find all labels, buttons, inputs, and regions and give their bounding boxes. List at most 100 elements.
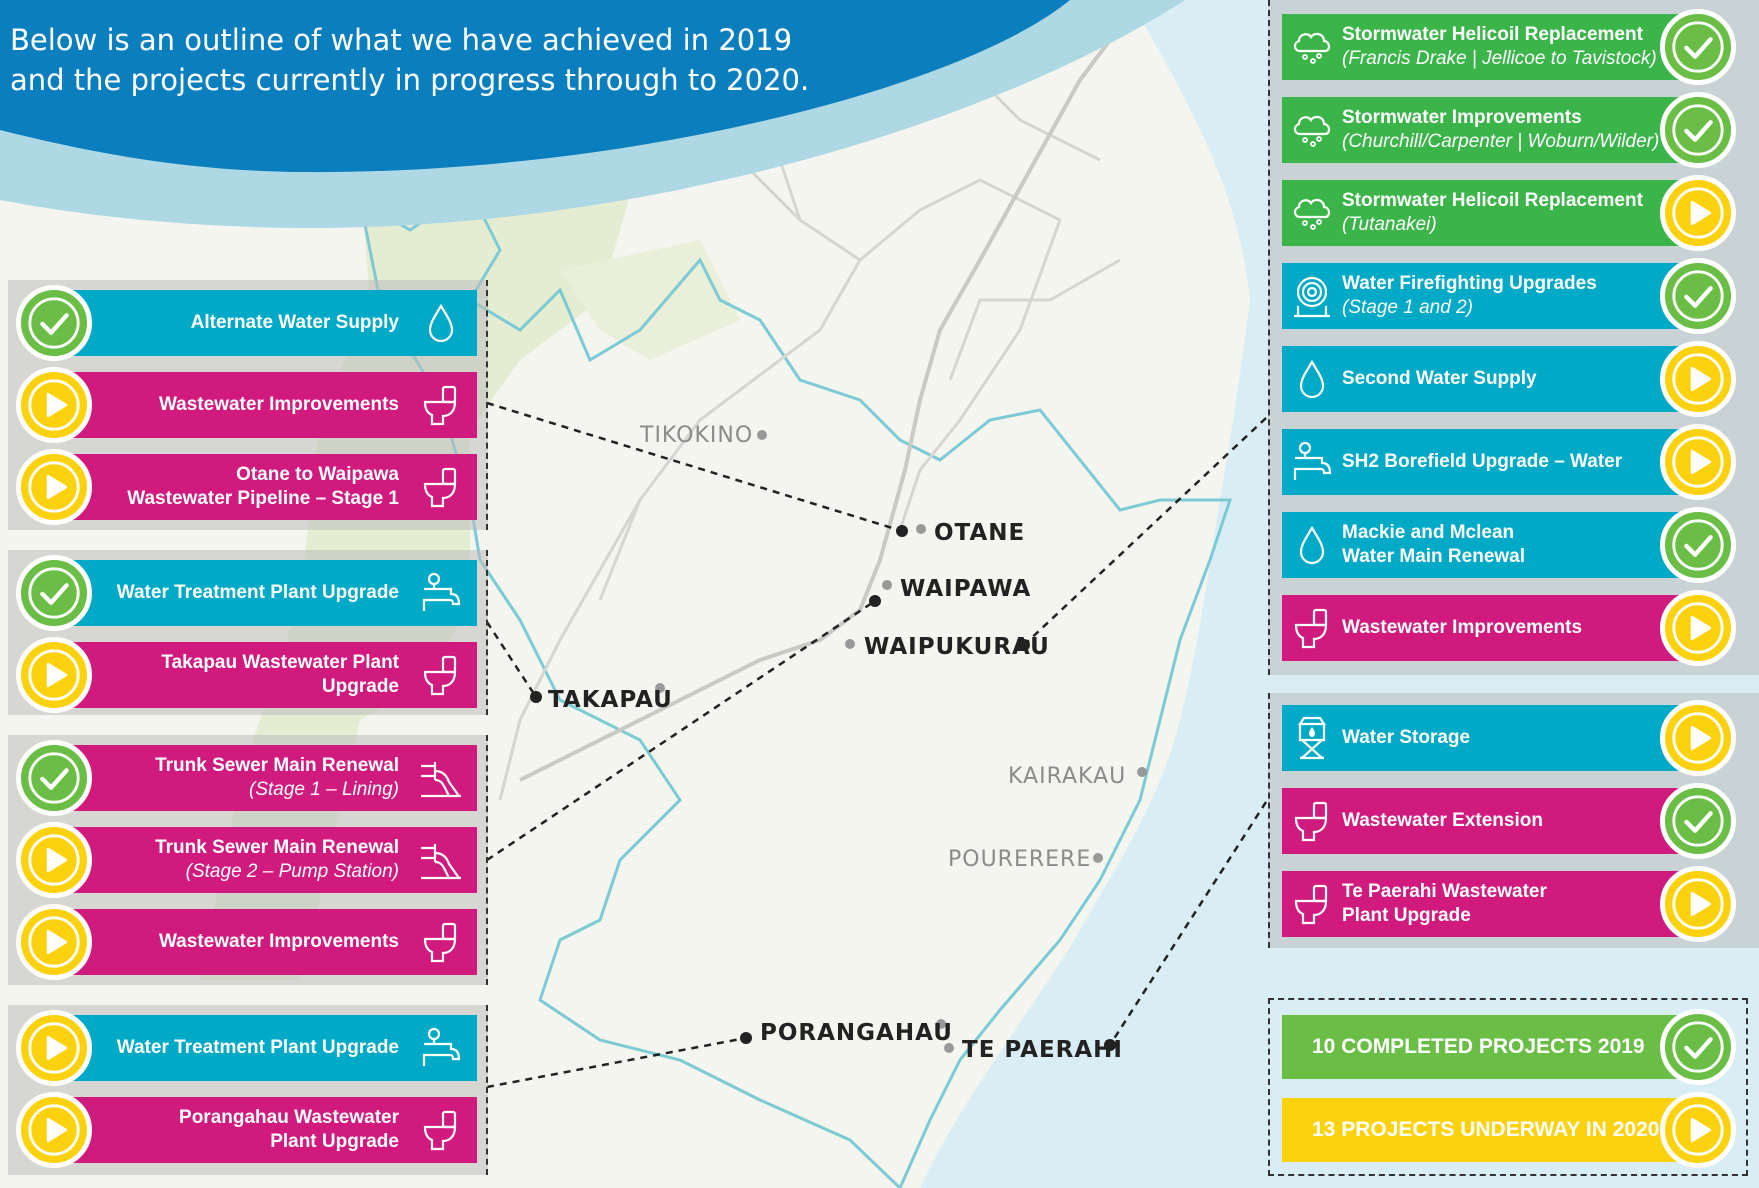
play-icon	[28, 649, 80, 701]
project-subtitle: (Stage 1 and 2)	[1342, 297, 1473, 318]
project-waipukurau-2: Stormwater Improvements (Churchill/Carpen…	[1282, 97, 1702, 163]
tap-icon	[1293, 441, 1332, 480]
project-title: Trunk Sewer Main Renewal	[155, 755, 399, 776]
town-label-te-paerahi: TE PAERAHI	[962, 1037, 1123, 1063]
project-subtitle: Wastewater Pipeline – Stage 1	[127, 488, 399, 509]
check-icon	[28, 752, 80, 804]
header-line-1: Below is an outline of what we have achi…	[10, 23, 793, 57]
project-title: Wastewater Improvements	[158, 394, 399, 415]
completed-summary-badge	[1660, 1009, 1736, 1085]
project-title: SH2 Borefield Upgrade – Water	[1342, 451, 1623, 472]
project-te-paerahi-1: Water Storage	[1282, 705, 1702, 771]
check-icon	[1672, 104, 1724, 156]
project-text: Stormwater Improvements (Churchill/Carpen…	[1342, 97, 1659, 163]
project-waipukurau-5: Second Water Supply	[1282, 346, 1702, 412]
fire-hose-icon	[1294, 276, 1330, 318]
play-icon	[1672, 187, 1724, 239]
completed-badge	[1660, 258, 1736, 334]
project-subtitle: (Stage 2 – Pump Station)	[185, 861, 399, 882]
toilet-icon	[1294, 608, 1328, 649]
in-progress-badge	[1660, 866, 1736, 942]
project-title: Stormwater Helicoil Replacement	[1342, 24, 1643, 45]
project-waipukurau-6: SH2 Borefield Upgrade – Water	[1282, 429, 1702, 495]
project-title: Porangahau Wastewater	[179, 1107, 399, 1128]
town-label-waipawa: WAIPAWA	[900, 576, 1032, 602]
completed-badge	[1660, 783, 1736, 859]
town-label-takapau: TAKAPAU	[548, 687, 673, 713]
town-label-waipukurau: WAIPUKURAU	[864, 634, 1050, 660]
in-progress-badge	[16, 1010, 92, 1086]
in-progress-badge	[1660, 424, 1736, 500]
project-title: Stormwater Improvements	[1342, 107, 1582, 128]
play-icon	[1672, 353, 1724, 405]
town-label-otane: OTANE	[934, 520, 1026, 546]
toilet-icon	[423, 467, 457, 508]
project-otane-2: Wastewater Improvements	[52, 372, 477, 438]
town-label-kairakau: KAIRAKAU	[1008, 764, 1127, 789]
project-otane-1: Alternate Water Supply	[52, 290, 477, 356]
project-subtitle: (Churchill/Carpenter | Woburn/Wilder)	[1342, 131, 1660, 152]
toilet-icon	[1294, 884, 1328, 925]
check-icon	[1672, 1021, 1724, 1073]
project-text: Water Treatment Plant Upgrade	[117, 1015, 399, 1081]
project-title: Wastewater Extension	[1342, 810, 1543, 831]
in-progress-badge	[16, 449, 92, 525]
check-icon	[28, 567, 80, 619]
toilet-icon	[423, 1110, 457, 1151]
project-subtitle: (Tutanakei)	[1342, 214, 1437, 235]
town-label-porangahau: PORANGAHAU	[760, 1020, 953, 1046]
toilet-icon	[1294, 801, 1328, 842]
play-icon	[1672, 712, 1724, 764]
underway-summary-badge	[1660, 1092, 1736, 1168]
project-title: Water Firefighting Upgrades	[1342, 273, 1597, 294]
region-boundary	[359, 187, 1233, 1188]
project-subtitle: Plant Upgrade	[270, 1131, 399, 1152]
project-title: Water Storage	[1342, 727, 1471, 748]
in-progress-badge	[16, 367, 92, 443]
project-text: Wastewater Improvements	[159, 372, 399, 438]
in-progress-badge	[16, 822, 92, 898]
completed-summary-text: 10 COMPLETED PROJECTS 2019	[1312, 1035, 1645, 1058]
in-progress-badge	[1660, 341, 1736, 417]
project-subtitle: Upgrade	[321, 676, 399, 697]
project-title: Trunk Sewer Main Renewal	[155, 837, 399, 858]
project-title: Alternate Water Supply	[190, 312, 399, 333]
water-drop-icon	[428, 303, 454, 343]
project-porangahau-1: Water Treatment Plant Upgrade	[52, 1015, 477, 1081]
project-title: Stormwater Helicoil Replacement	[1342, 190, 1643, 211]
project-title: Otane to Waipawa	[236, 464, 399, 485]
project-title: Water Treatment Plant Upgrade	[116, 1037, 399, 1058]
play-icon	[28, 379, 80, 431]
check-icon	[1672, 519, 1724, 571]
check-icon	[1672, 795, 1724, 847]
water-drop-icon	[1299, 525, 1325, 565]
project-waipukurau-4: Water Firefighting Upgrades (Stage 1 and …	[1282, 263, 1702, 329]
project-title: Mackie and Mclean	[1342, 522, 1515, 543]
sewer-pipe-icon	[421, 844, 461, 880]
in-progress-badge	[16, 1092, 92, 1168]
play-icon	[28, 461, 80, 513]
forest-area-2	[560, 240, 740, 360]
project-title: Water Treatment Plant Upgrade	[116, 582, 399, 603]
project-title: Te Paerahi Wastewater	[1342, 881, 1547, 902]
project-text: Trunk Sewer Main Renewal(Stage 1 – Linin…	[155, 745, 399, 811]
project-waipukurau-1: Stormwater Helicoil Replacement(Francis …	[1282, 14, 1702, 80]
toilet-icon	[423, 385, 457, 426]
project-te-paerahi-2: Wastewater Extension	[1282, 788, 1702, 854]
project-text: Wastewater Extension	[1342, 788, 1543, 854]
underway-summary: 13 PROJECTS UNDERWAY IN 2020	[1282, 1098, 1694, 1162]
header-text: Below is an outline of what we have achi…	[10, 20, 809, 100]
project-waipukurau-8: Wastewater Improvements	[1282, 595, 1702, 661]
completed-badge	[16, 740, 92, 816]
project-text: Water Firefighting Upgrades (Stage 1 and …	[1342, 263, 1597, 329]
completed-badge	[16, 285, 92, 361]
toilet-icon	[423, 655, 457, 696]
project-text: Stormwater Helicoil Replacement (Tutanake…	[1342, 180, 1643, 246]
